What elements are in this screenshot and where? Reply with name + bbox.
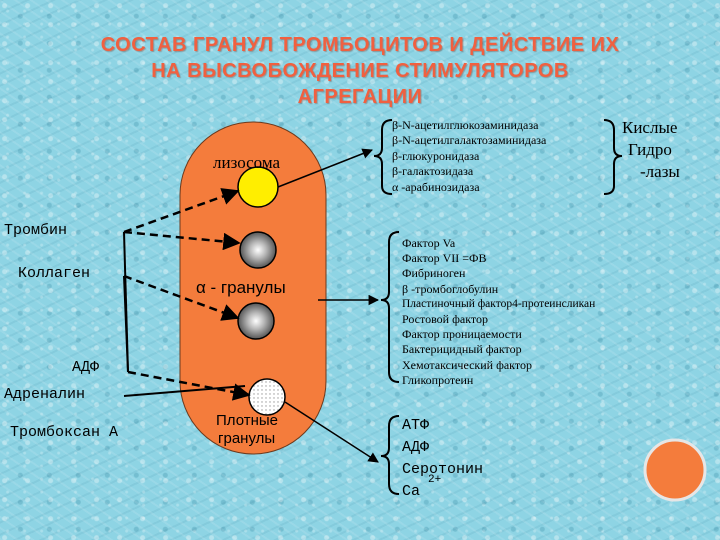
dense-release-arrow — [284, 401, 379, 463]
lysosome-enzyme: α -арабинозидаза — [392, 180, 480, 194]
alpha-content-item: Гликопротеин — [402, 372, 474, 387]
lysosome-enzyme: β-глюкуронидаза — [392, 149, 480, 163]
thrombin-to-alpha-arrow — [123, 230, 241, 251]
lysosome-granule — [237, 166, 279, 208]
acid-hydrolases-label-1: Кислые — [622, 118, 678, 137]
dense-granule — [248, 378, 286, 416]
alpha-content-item: Фактор проницаемости — [402, 327, 522, 342]
calcium-charge-superscript: 2+ — [428, 474, 442, 486]
alpha-content-item: Пластиночный фактор4-протеинсликан — [402, 297, 596, 310]
thrombin-to-lysosome-arrow — [123, 188, 240, 234]
collagen-to-alpha-arrow — [123, 274, 240, 321]
dense-granules-label-2: гранулы — [218, 430, 276, 447]
alpha-granule-upper — [239, 231, 277, 269]
stimulus-thrombin: Тромбин — [4, 222, 68, 239]
stimulus-thromboxane: Тромбоксан А — [10, 424, 119, 441]
lysosome-enzyme: β-N-ацетилглюкозаминидаза — [392, 118, 539, 132]
alpha-content-item: Хемотаксический фактор — [402, 357, 532, 372]
dense-content-serotonin: Серотонин — [402, 461, 484, 478]
alpha-content-item: Фактор Va — [402, 236, 456, 250]
dense-content-atp: АТФ — [402, 417, 430, 434]
title-line-2: НА ВЫСВОБОЖДЕНИЕ СТИМУЛЯТОРОВ — [151, 60, 569, 82]
lysosome-label: лизосома — [213, 153, 281, 172]
alpha-content-item: Фактор VII =ФВ — [402, 251, 487, 266]
alpha-content-item: β -тромбоглобулин — [402, 281, 499, 296]
alpha-content-item: Бактерицидный фактор — [402, 342, 522, 357]
alpha-granule-lower — [237, 302, 275, 340]
alpha-content-item: Фибриноген — [402, 266, 466, 281]
dense-left-brace — [380, 415, 400, 495]
acid-hydrolases-label-2: Гидро — [628, 140, 672, 159]
stimulus-collagen: Коллаген — [18, 265, 91, 282]
lysosome-release-arrow — [277, 148, 373, 188]
dense-content-calcium: Ca — [402, 483, 421, 500]
dense-granules-label-1: Плотные — [216, 412, 278, 429]
lysosome-left-brace — [373, 119, 393, 195]
alpha-contents-list: Фактор Va Фактор VII =ФВ Фибриноген β -т… — [402, 236, 716, 388]
collagen-to-adf-line — [123, 275, 129, 373]
hydrolase-right-brace — [603, 119, 623, 195]
lysosome-enzyme: β-галактозидаза — [392, 164, 474, 178]
alpha-granules-label: α - гранулы — [196, 278, 286, 297]
acid-hydrolases-label-3: -лазы — [640, 162, 680, 181]
alpha-left-brace — [380, 231, 400, 383]
title-line-1: СОСТАВ ГРАНУЛ ТРОМБОЦИТОВ И ДЕЙСТВИЕ ИХ — [100, 34, 620, 56]
stimulus-adf: АДФ — [72, 359, 100, 376]
title-line-3: АГРЕГАЦИИ — [297, 86, 423, 108]
adf-to-dense-arrow — [127, 370, 251, 401]
dense-content-adp: АДФ — [402, 439, 430, 456]
alpha-content-item: Ростовой фактор — [402, 312, 488, 327]
adrenaline-to-dense-line — [123, 385, 246, 397]
corner-decorative-circle — [643, 438, 707, 502]
lysosome-enzyme: β-N-ацетилгалактозаминидаза — [392, 133, 547, 147]
stimulus-adrenaline: Адреналин — [4, 386, 86, 403]
platelet-cell-body — [179, 121, 327, 455]
